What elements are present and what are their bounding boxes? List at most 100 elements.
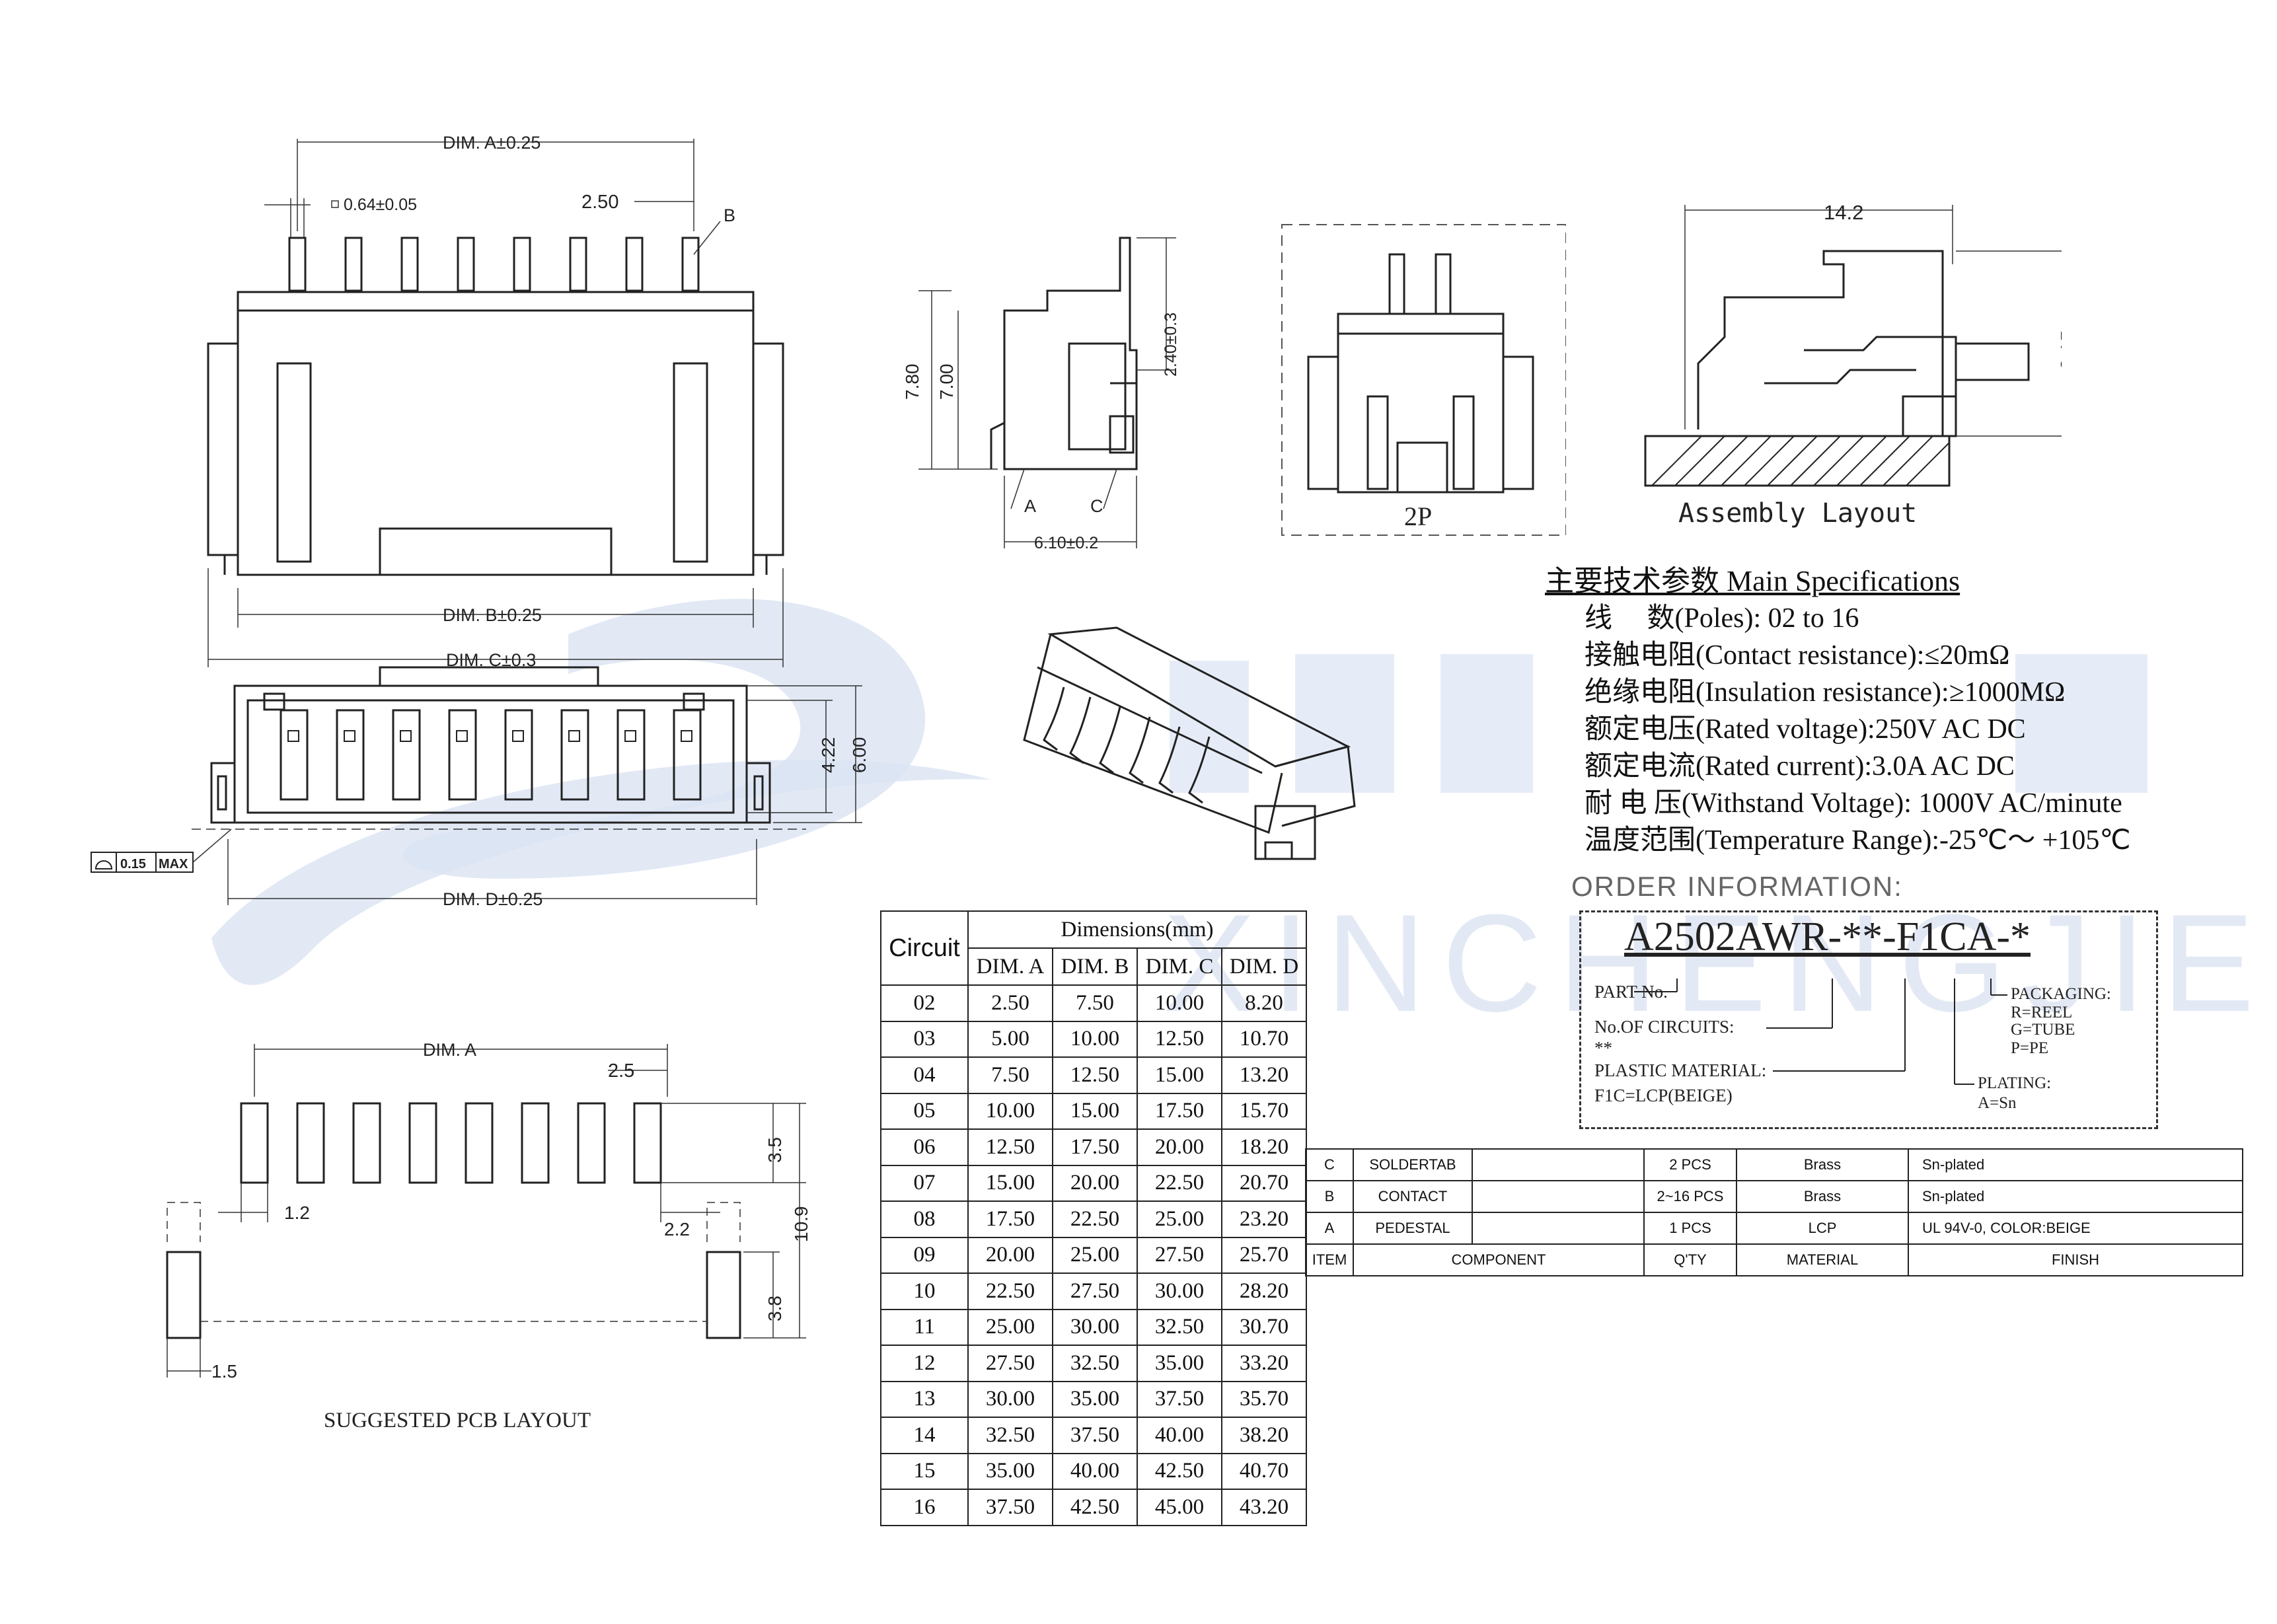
assembly-height: 8.15	[2056, 330, 2062, 370]
circuit-cell: 15	[880, 1452, 969, 1490]
circuit-cell: 02	[880, 984, 969, 1022]
bom-material: Brass	[1736, 1180, 1909, 1213]
bom-header-item: ITEM	[1305, 1243, 1354, 1276]
col-dim-d: DIM. D	[1221, 947, 1307, 986]
dim-a-cell: 27.50	[967, 1345, 1053, 1382]
dim-b-cell: 20.00	[1052, 1164, 1138, 1202]
circuit-cell: 04	[880, 1056, 969, 1094]
dim-c-cell: 25.00	[1137, 1200, 1222, 1238]
dim-a-cell: 7.50	[967, 1056, 1053, 1094]
dim-c-cell: 17.50	[1137, 1092, 1222, 1130]
main-specifications: 主要技术参数 Main Specifications 线 数(Poles): 0…	[1545, 563, 2131, 859]
pcb-pitch: 2.5	[608, 1060, 634, 1082]
dimensions-header: Dimensions(mm)	[967, 910, 1307, 949]
dim-d-cell: 28.20	[1221, 1273, 1307, 1310]
dim-d-cell: 33.20	[1221, 1345, 1307, 1382]
dim-d-cell: 43.20	[1221, 1489, 1307, 1526]
dim-a-cell: 30.00	[967, 1380, 1053, 1418]
dim-b-cell: 42.50	[1052, 1489, 1138, 1526]
col-dim-c: DIM. C	[1137, 947, 1222, 986]
dim-c-cell: 37.50	[1137, 1380, 1222, 1418]
order-heading: ORDER INFORMATION:	[1571, 871, 1903, 902]
pcb-layout: DIM. A 2.5 1.2 2.2 3.5 10.9 3.8 1.5 SUGG…	[166, 1040, 811, 1427]
bottom-h-outer: 6.00	[849, 737, 870, 774]
dimension-table: Circuit Dimensions(mm) DIM. A DIM. B DIM…	[880, 910, 1307, 1526]
dim-a-cell: 32.50	[967, 1417, 1053, 1454]
dim-c-cell: 12.50	[1137, 1020, 1222, 1058]
specs-heading: 主要技术参数 Main Specifications	[1545, 565, 1960, 597]
bottom-h-inner: 4.22	[818, 737, 839, 774]
label-2p: 2P	[1404, 501, 1432, 531]
dim-d-cell: 23.20	[1221, 1200, 1307, 1238]
dim-b-cell: 7.50	[1052, 984, 1138, 1022]
pcb-total: 10.9	[791, 1206, 811, 1243]
order-circuits-value: **	[1594, 1038, 1612, 1058]
bom-finish: Sn-plated	[1908, 1180, 2243, 1213]
dim-d-cell: 30.70	[1221, 1308, 1307, 1346]
dim-d-cell: 13.20	[1221, 1056, 1307, 1094]
circuit-cell: 11	[880, 1308, 969, 1346]
order-plating: PLATING:	[1978, 1074, 2052, 1092]
dim-b-cell: 30.00	[1052, 1308, 1138, 1346]
bom-header-row: ITEM COMPONENT Q'TY MATERIAL FINISH	[1305, 1243, 2243, 1276]
isometric-view	[1023, 626, 1356, 860]
bom-finish: Sn-plated	[1908, 1148, 2243, 1181]
dim-b-cell: 27.50	[1052, 1273, 1138, 1310]
bottom-contacts	[280, 709, 702, 801]
dim-c-cell: 10.00	[1137, 984, 1222, 1022]
side-h-total: 7.80	[902, 364, 922, 400]
pin-size-label: 0.64±0.05	[344, 196, 417, 214]
pcb-pad-w: 1.2	[284, 1202, 310, 1223]
pcb-dim-a: DIM. A	[423, 1040, 476, 1060]
dim-b-cell: 12.50	[1052, 1056, 1138, 1094]
dim-b-cell: 15.00	[1052, 1092, 1138, 1130]
order-information-box: A2502AWR-**-F1CA-* PART No. No.OF CIRCUI…	[1579, 910, 2158, 1129]
dim-d-cell: 8.20	[1221, 984, 1307, 1022]
dim-d-cell: 35.70	[1221, 1380, 1307, 1418]
bom-blank	[1472, 1212, 1645, 1245]
order-circuits: No.OF CIRCUITS:	[1594, 1017, 1735, 1037]
dim-a-cell: 25.00	[967, 1308, 1053, 1346]
assembly-view: 14.2 8.15 Assembly Layout	[1644, 201, 2062, 529]
order-plating-value: A=Sn	[1978, 1094, 2017, 1112]
col-dim-a: DIM. A	[967, 947, 1053, 986]
side-pin-h: 2.40±0.3	[1162, 313, 1176, 377]
dim-b-cell: 25.00	[1052, 1236, 1138, 1274]
dim-a-cell: 5.00	[967, 1020, 1053, 1058]
circuit-header: Circuit	[880, 910, 969, 986]
circuit-cell: 16	[880, 1489, 969, 1526]
spec-withstand-voltage: 耐 电 压(Withstand Voltage): 1000V AC/minut…	[1585, 788, 2122, 819]
bom-component: PEDESTAL	[1353, 1212, 1473, 1245]
pcb-tabs	[166, 1251, 741, 1339]
bom-material: Brass	[1736, 1148, 1909, 1181]
callout-b: B	[724, 205, 735, 225]
spec-insulation-resistance: 绝缘电阻(Insulation resistance):≥1000MΩ	[1585, 677, 2066, 708]
bottom-view: 4.22 6.00 0.15 MAX DIM. D±0.25	[91, 666, 870, 909]
order-part-no: PART No.	[1594, 982, 1668, 1002]
pcb-tab-h: 3.8	[765, 1296, 785, 1321]
order-material: PLASTIC MATERIAL:	[1594, 1060, 1767, 1080]
circuit-cell: 10	[880, 1273, 969, 1310]
circuit-cell: 14	[880, 1417, 969, 1454]
front-view: DIM. A±0.25 0.64±0.05 2.50 B DIM. B±0.25…	[207, 133, 784, 670]
callout-c: C	[1090, 496, 1103, 516]
pcb-tab-gap: 2.2	[664, 1219, 690, 1239]
view-2p: 2P	[1281, 224, 1566, 536]
bill-of-materials: C SOLDERTAB 2 PCS Brass Sn-plated B CONT…	[1305, 1148, 2243, 1276]
dim-d-label: DIM. D±0.25	[443, 889, 542, 909]
bom-qty: 2~16 PCS	[1643, 1180, 1737, 1213]
flatness-suffix: MAX	[159, 857, 188, 871]
dim-a-cell: 2.50	[967, 984, 1053, 1022]
bom-item: C	[1305, 1148, 1354, 1181]
bom-item: A	[1305, 1212, 1354, 1245]
bom-material: LCP	[1736, 1212, 1909, 1245]
